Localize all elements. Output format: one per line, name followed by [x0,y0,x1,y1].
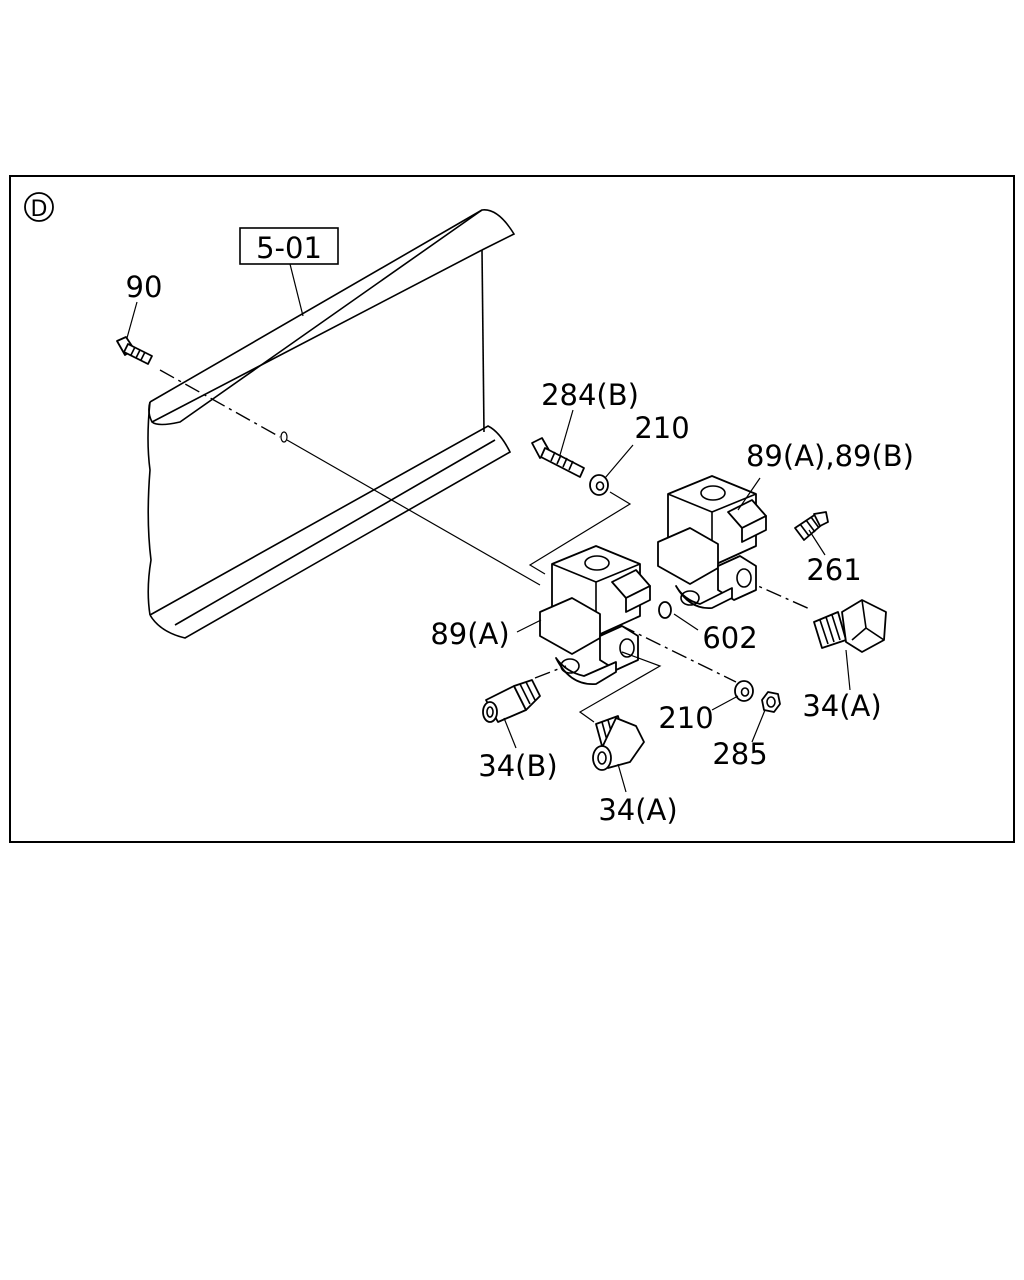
callout-34a-bottom: 34(A) [598,793,677,827]
rail-hole [280,431,288,443]
callout-34b-leader [503,717,517,749]
bolt-90 [116,336,153,365]
fitting-34a-bottom [592,715,645,771]
diagram-frame [9,175,1015,843]
callout-34a-bottom-leader [617,763,627,793]
view-marker: D [24,192,54,222]
reference-box: 5-01 [239,227,339,265]
assembly-link-top [528,491,632,575]
callout-210-bottom: 210 [658,701,713,735]
callout-602: 602 [702,621,757,655]
fitting-34b-centerline [534,665,567,679]
callout-261-leader [808,529,826,556]
callout-210-bottom-leader [711,695,739,711]
callout-285-leader [751,709,766,743]
fitting-34a-right [813,599,887,653]
view-marker-letter: D [31,197,48,222]
washer-210-bottom [734,680,754,702]
o-ring-602 [658,601,672,619]
washer-210-top [589,474,609,496]
callout-89a-leader [516,619,542,633]
callout-210-top-leader [604,444,634,479]
callout-89ab: 89(A),89(B) [746,439,914,473]
callout-284b-leader [559,409,574,456]
fitting-34b [482,679,541,723]
valve-a-centerline [619,624,737,683]
callout-90: 90 [126,270,163,304]
callout-285: 285 [712,737,767,771]
callout-34b: 34(B) [478,749,557,783]
callout-89ab-leader [737,477,761,511]
callout-284b: 284(B) [541,378,639,412]
reference-box-label: 5-01 [256,231,322,265]
callout-34a-right: 34(A) [802,689,881,723]
reference-leader [289,263,304,317]
valve-89ab-upper [657,475,767,609]
callout-89a: 89(A) [430,617,509,651]
callout-602-leader [673,613,699,631]
plug-261 [794,511,829,541]
nut-285 [761,691,781,713]
frame-rail [147,209,516,639]
callout-90-leader [126,301,138,339]
callout-34a-right-leader [845,649,851,691]
bolt-284b [531,437,585,478]
callout-210-top: 210 [634,411,689,445]
valve-89a-lower [539,545,651,685]
mount-line [286,439,541,586]
assembly-link-bottom [578,651,662,723]
bolt-centerline [159,369,281,438]
callout-261: 261 [806,553,861,587]
